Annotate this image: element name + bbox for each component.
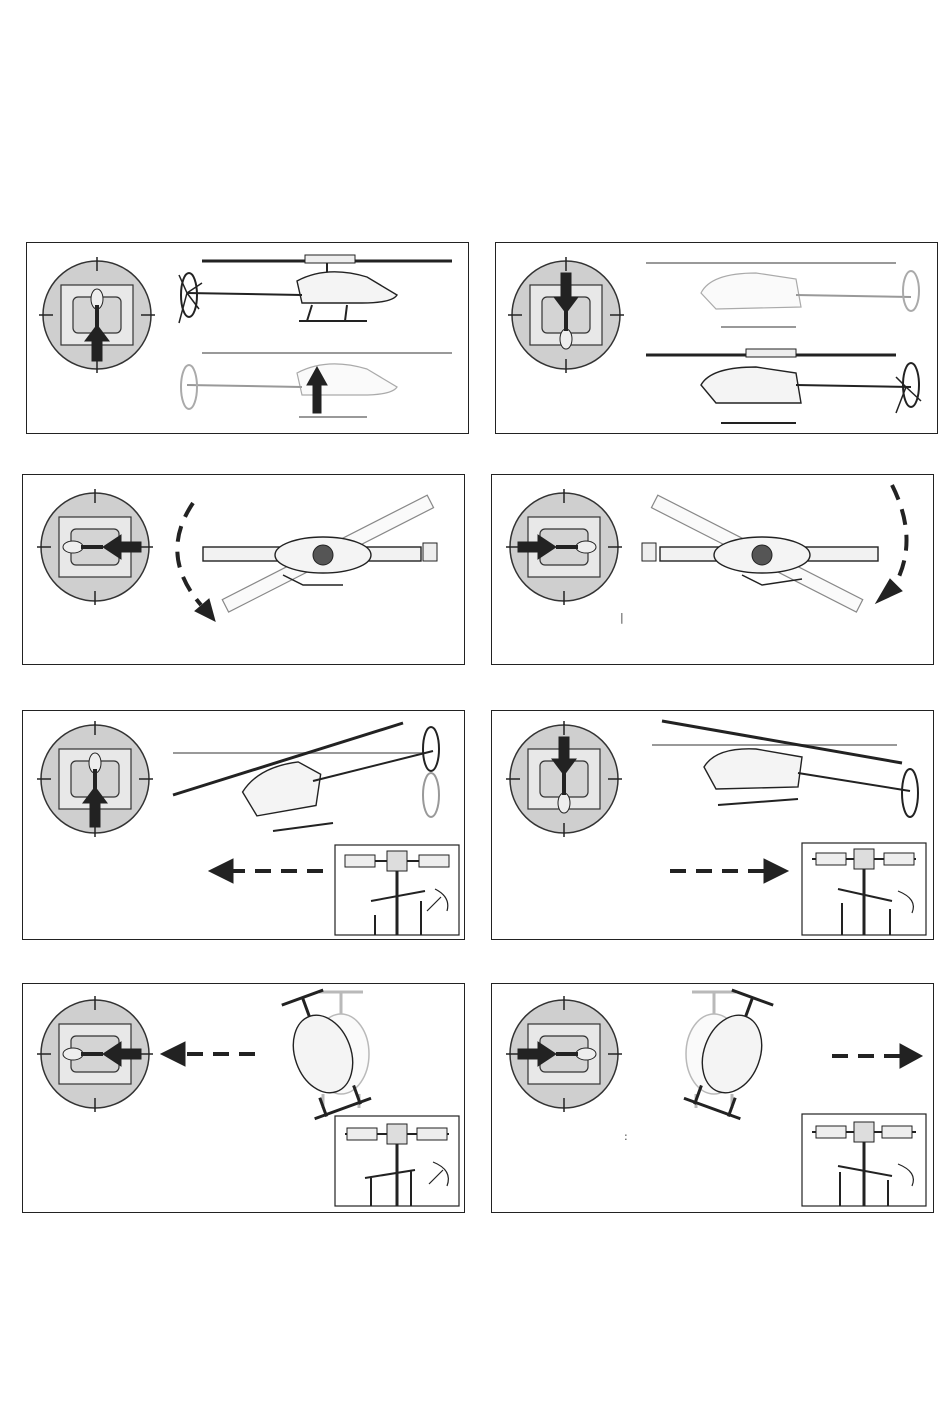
helicopter-raised-faint-icon xyxy=(646,263,919,327)
dashed-arrow-right-icon xyxy=(832,1044,922,1068)
aileron-right-diagram xyxy=(492,984,935,1214)
helicopter-lowered-icon xyxy=(646,349,921,423)
helicopter-front-view-icon xyxy=(683,987,780,1120)
panel-aileron-right: : xyxy=(491,983,934,1213)
rotation-arc-cw-icon xyxy=(876,485,907,603)
panel-elevator-down xyxy=(491,710,934,940)
helicopter-nose-down-icon xyxy=(173,723,439,831)
dashed-arrow-left-icon xyxy=(161,1042,255,1066)
panel-throttle-down xyxy=(495,242,938,434)
throttle-up-diagram xyxy=(27,243,470,435)
rudder-left-diagram xyxy=(23,475,466,666)
helicopter-raised-icon xyxy=(179,255,452,323)
tick-mark: | xyxy=(620,611,624,624)
swashplate-tilt-icon xyxy=(802,843,926,935)
helicopter-nose-up-icon xyxy=(652,721,918,817)
swashplate-tilt-icon xyxy=(802,1114,926,1206)
dashed-arrow-right-icon xyxy=(670,859,788,883)
panel-aileron-left xyxy=(22,983,465,1213)
panel-elevator-up xyxy=(22,710,465,940)
swashplate-tilt-icon xyxy=(335,845,459,935)
rotation-arc-ccw-icon xyxy=(177,503,215,621)
helicopter-top-view-icon xyxy=(642,495,878,612)
helicopter-front-view-icon xyxy=(274,987,371,1120)
rudder-right-diagram xyxy=(492,475,935,666)
elevator-down-diagram xyxy=(492,711,935,941)
panel-throttle-up xyxy=(26,242,469,434)
throttle-down-diagram xyxy=(496,243,939,435)
colon-mark: : xyxy=(624,1130,628,1143)
swashplate-tilt-icon xyxy=(335,1116,459,1206)
panel-rudder-right: | xyxy=(491,474,934,665)
elevator-up-diagram xyxy=(23,711,466,941)
dashed-arrow-left-icon xyxy=(209,859,323,883)
helicopter-top-view-icon xyxy=(203,495,437,612)
aileron-left-diagram xyxy=(23,984,466,1214)
helicopter-ground-faint-icon xyxy=(181,353,452,417)
panel-rudder-left xyxy=(22,474,465,665)
